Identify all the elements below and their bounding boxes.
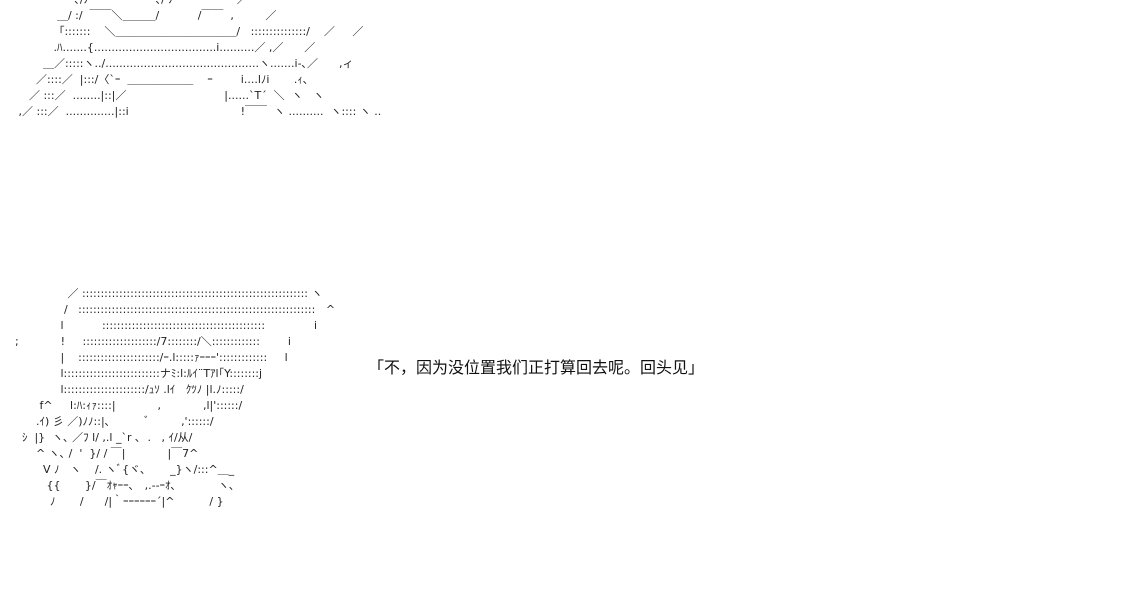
ascii-art-scene-top: ､/ﾉ ､/ ﾉ ／ ＿/ :/ ￣￣＼＿＿＿/ /￣￣ , ／ 「::::::…: [18, 0, 382, 118]
dialogue-line: 「不，因为没位置我们正打算回去呢。回头见」: [368, 358, 705, 377]
ascii-art-character: ／ ::::::::::::::::::::::::::::::::::::::…: [14, 287, 336, 508]
